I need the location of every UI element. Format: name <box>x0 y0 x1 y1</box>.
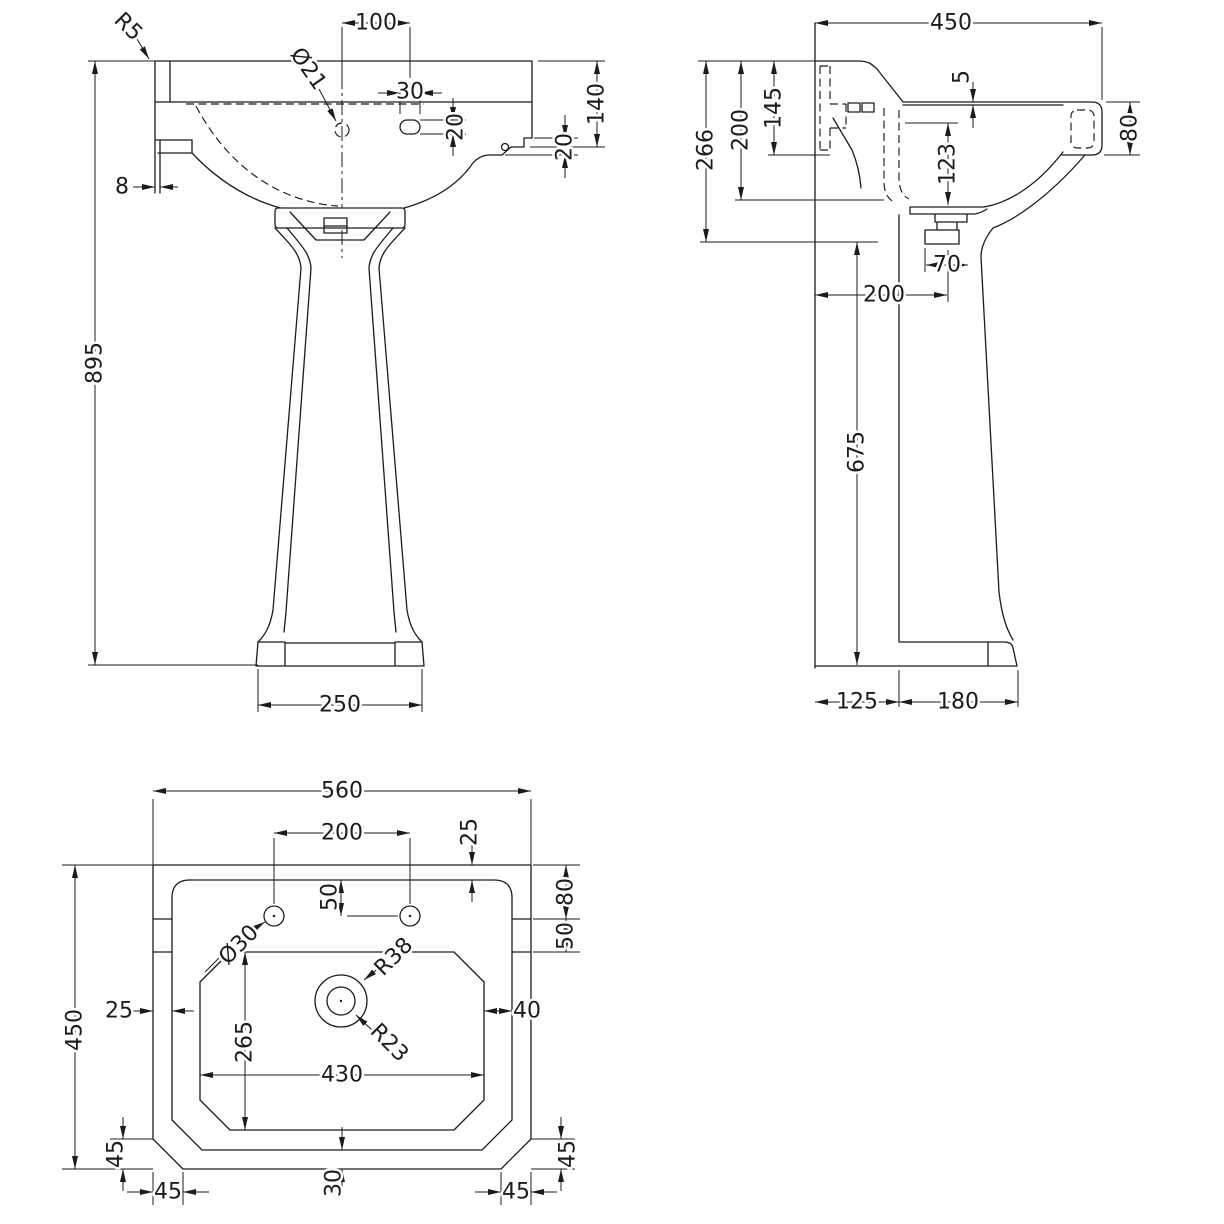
waste-center-point <box>339 999 343 1003</box>
dim-label-8: 8 <box>115 175 129 200</box>
dim-label-675: 675 <box>845 431 870 473</box>
dim-label-40: 40 <box>513 999 541 1024</box>
dim-label-20-slot: 20 <box>444 113 469 141</box>
dim-label-560: 560 <box>321 779 363 804</box>
waste-recess-circle <box>314 974 368 1028</box>
pedestal-base <box>255 641 425 667</box>
dim-label-125: 125 <box>836 690 878 715</box>
side-view: 450 5 145 200 266 123 80 70 200 675 125 … <box>691 8 1145 717</box>
bowl-section-curves <box>909 151 1086 641</box>
basin-deck-outline <box>154 60 533 194</box>
plan-extension-lines <box>62 799 580 1205</box>
tap-hole-circle <box>334 122 350 138</box>
plan-inner-rim <box>171 879 513 1151</box>
overflow-channel-hidden <box>1070 109 1095 149</box>
waste-fitting-section <box>924 213 968 245</box>
pedestal-column <box>257 227 423 643</box>
dim-label-250: 250 <box>319 693 361 718</box>
dim-label-50-right: 50 <box>554 922 579 950</box>
pedestal-side <box>814 214 1018 667</box>
dim-label-45-right-v: 45 <box>556 1140 581 1168</box>
dim-label-r38: R38 <box>370 933 418 981</box>
bowl-outline <box>191 152 503 217</box>
dim-label-450: 450 <box>930 11 972 36</box>
dim-label-140: 140 <box>585 83 610 125</box>
side-extension-lines <box>698 27 1140 707</box>
dim-label-895: 895 <box>83 342 108 384</box>
dim-label-200-upper: 200 <box>729 109 754 151</box>
chain-hole-circle <box>500 142 510 152</box>
leader-r5 <box>136 38 150 60</box>
dim-label-5: 5 <box>950 70 975 84</box>
dim-label-r5: R5 <box>109 8 147 46</box>
dim-label-266: 266 <box>694 129 719 171</box>
dim-label-25-top: 25 <box>458 818 483 846</box>
dim-label-450-plan: 450 <box>63 1009 88 1051</box>
dim-label-20-right: 20 <box>553 133 578 161</box>
bowl-hidden-lines <box>186 103 424 207</box>
front-view: 100 30 20 140 20 8 895 250 R5 Ø21 <box>80 5 612 720</box>
leader-dia21 <box>318 88 337 122</box>
dim-label-30: 30 <box>396 80 424 105</box>
dim-label-70: 70 <box>933 253 961 278</box>
dim-label-265: 265 <box>233 1021 258 1063</box>
dim-label-30-bottom: 30 <box>322 1169 347 1197</box>
plan-view: 560 200 25 50 80 50 450 25 40 265 430 45… <box>60 776 583 1207</box>
dim-label-45-right-h: 45 <box>502 1180 530 1205</box>
leader-dia30-tail <box>204 952 225 973</box>
dim-label-180: 180 <box>937 690 979 715</box>
tap-hole-left <box>263 905 285 927</box>
dim-label-r23: R23 <box>365 1019 413 1067</box>
dim-label-45-left-h: 45 <box>154 1180 182 1205</box>
dim-label-145: 145 <box>762 87 787 129</box>
leader-r38 <box>363 966 381 981</box>
dim-label-200-plan: 200 <box>321 821 363 846</box>
basin-side-outline <box>814 60 1103 189</box>
dim-label-50-center: 50 <box>318 883 343 911</box>
dim-label-123: 123 <box>936 143 961 185</box>
side-hidden-lines <box>819 65 910 204</box>
overflow-slot <box>399 119 421 135</box>
leader-r23 <box>355 1014 373 1031</box>
dim-label-200-lower: 200 <box>863 283 905 308</box>
front-extension-lines <box>88 27 605 712</box>
dim-label-430: 430 <box>321 1063 363 1088</box>
dim-label-45-left-v: 45 <box>104 1140 129 1168</box>
leader-dia30 <box>251 921 266 932</box>
plan-rim-notches <box>152 918 532 953</box>
dim-label-80-side: 80 <box>1118 114 1143 142</box>
dim-label-25-left: 25 <box>105 999 133 1024</box>
waste-hole-circle <box>326 986 356 1016</box>
plan-bowl-outline <box>199 951 485 1131</box>
dim-label-dia21: Ø21 <box>285 43 331 94</box>
dim-label-100: 100 <box>355 11 397 36</box>
tap-hole-left-center <box>272 914 276 918</box>
dim-label-80-plan: 80 <box>554 878 579 906</box>
tap-hole-right-center <box>408 914 412 918</box>
pedestal-trap-detail <box>289 211 391 241</box>
tap-hole-right <box>399 905 421 927</box>
